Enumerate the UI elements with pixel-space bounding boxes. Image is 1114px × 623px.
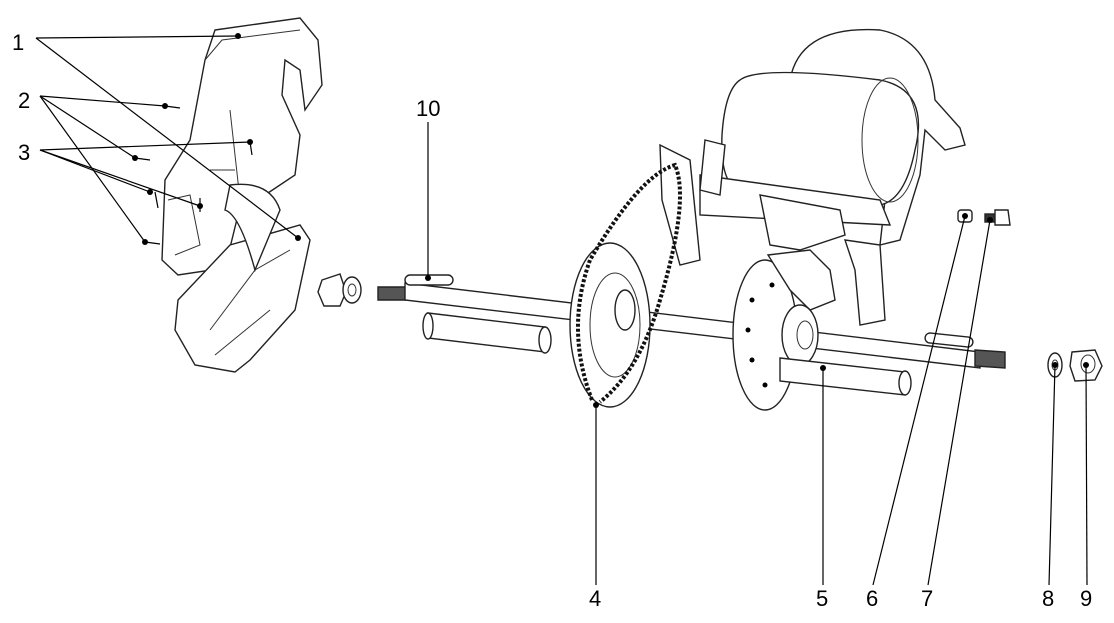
callout-8: 8 <box>1042 586 1054 611</box>
callout-6: 6 <box>866 586 878 611</box>
callout-9: 9 <box>1080 586 1092 611</box>
callout-5: 5 <box>816 586 828 611</box>
callout-1: 1 <box>12 30 24 55</box>
leader-lines <box>35 33 1089 586</box>
chain-guard-inner-half <box>174 183 311 373</box>
sprocket-and-chain <box>569 162 682 408</box>
callout-4: 4 <box>589 586 601 611</box>
callout-2: 2 <box>18 88 30 113</box>
callout-7: 7 <box>921 586 933 611</box>
left-nut-washer <box>317 273 362 307</box>
motor-and-frame <box>659 28 966 326</box>
callout-3: 3 <box>18 140 30 165</box>
left-spacer-tube <box>422 312 552 354</box>
callout-10: 10 <box>416 96 440 121</box>
brake-disc-and-hub <box>732 249 836 411</box>
rear-axle-shaft <box>377 274 1006 369</box>
right-spacer-tube <box>779 357 912 396</box>
